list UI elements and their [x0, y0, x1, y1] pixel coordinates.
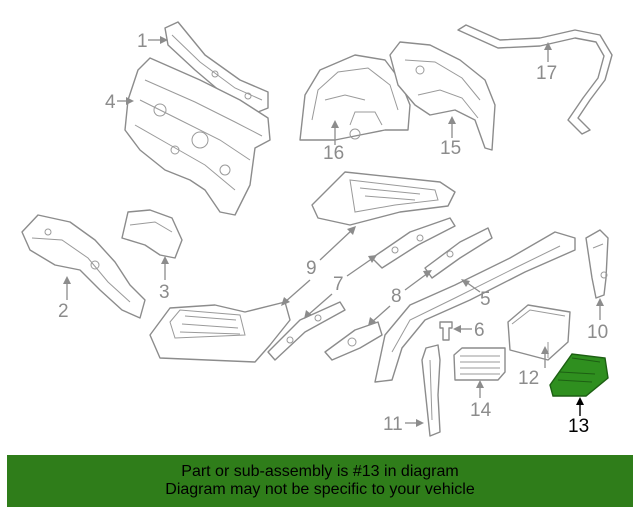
callout-8: 8 [368, 270, 432, 326]
svg-text:8: 8 [391, 286, 402, 307]
part-8-reinforcement-upper[interactable] [424, 227, 493, 279]
svg-text:3: 3 [159, 282, 170, 303]
callout-14: 14 [470, 380, 492, 421]
svg-text:9: 9 [306, 258, 317, 279]
callout-6: 6 [453, 320, 485, 341]
part-9-cowl-panel-upper[interactable] [311, 171, 456, 226]
part-17-weatherstrip[interactable] [457, 24, 613, 135]
callout-17: 17 [536, 42, 557, 84]
callout-16: 16 [323, 120, 344, 164]
svg-text:10: 10 [587, 322, 608, 343]
callout-13: 13 [568, 397, 589, 437]
callout-7: 7 [304, 255, 377, 319]
svg-text:11: 11 [383, 414, 403, 435]
part-6-clip[interactable] [439, 321, 453, 341]
part-8-reinforcement-lower[interactable] [324, 321, 383, 361]
svg-text:17: 17 [536, 63, 557, 84]
callout-1: 1 [137, 31, 168, 52]
part-12-module-box[interactable] [507, 304, 571, 361]
callout-5: 5 [461, 279, 491, 310]
part-7-brace-lower[interactable] [267, 301, 346, 361]
part-5-upper-rail[interactable] [374, 231, 576, 383]
svg-text:4: 4 [105, 92, 116, 113]
callout-9: 9 [281, 226, 356, 306]
part-10-pillar-bracket[interactable] [585, 229, 609, 299]
callout-15: 15 [440, 116, 461, 159]
callout-11: 11 [383, 414, 424, 435]
banner-line-1: Part or sub-assembly is #13 in diagram [181, 463, 459, 480]
svg-text:12: 12 [518, 368, 539, 389]
svg-text:14: 14 [470, 400, 492, 421]
callout-2: 2 [58, 276, 71, 322]
svg-text:7: 7 [333, 274, 344, 295]
svg-text:15: 15 [440, 138, 461, 159]
parts-diagram: 1 4 16 15 [21, 21, 613, 437]
part-7-brace-upper[interactable] [371, 217, 456, 269]
part-2-frame-rail[interactable] [21, 214, 146, 319]
part-13-highlighted-module[interactable] [549, 353, 609, 397]
part-9-cowl-panel-lower[interactable] [149, 301, 291, 363]
callout-3: 3 [159, 256, 170, 303]
svg-text:5: 5 [480, 289, 491, 310]
banner-line-2: Diagram may not be specific to your vehi… [165, 481, 475, 498]
callout-12: 12 [518, 346, 549, 389]
part-1-cowl-top[interactable] [164, 21, 269, 113]
svg-text:1: 1 [137, 31, 148, 52]
callout-10: 10 [587, 298, 608, 343]
highlight-notice-banner: Part or sub-assembly is #13 in diagram D… [7, 455, 633, 507]
svg-text:16: 16 [323, 143, 344, 164]
part-3-bracket[interactable] [121, 209, 183, 259]
part-14-filter[interactable] [453, 347, 506, 381]
svg-text:6: 6 [474, 320, 485, 341]
svg-text:2: 2 [58, 301, 69, 322]
part-11-pillar-trim[interactable] [421, 344, 441, 437]
part-4-dash-panel[interactable] [124, 57, 271, 216]
svg-text:13: 13 [568, 416, 589, 437]
callout-4: 4 [105, 92, 134, 113]
part-15-wheelhouse-right[interactable] [389, 41, 496, 151]
